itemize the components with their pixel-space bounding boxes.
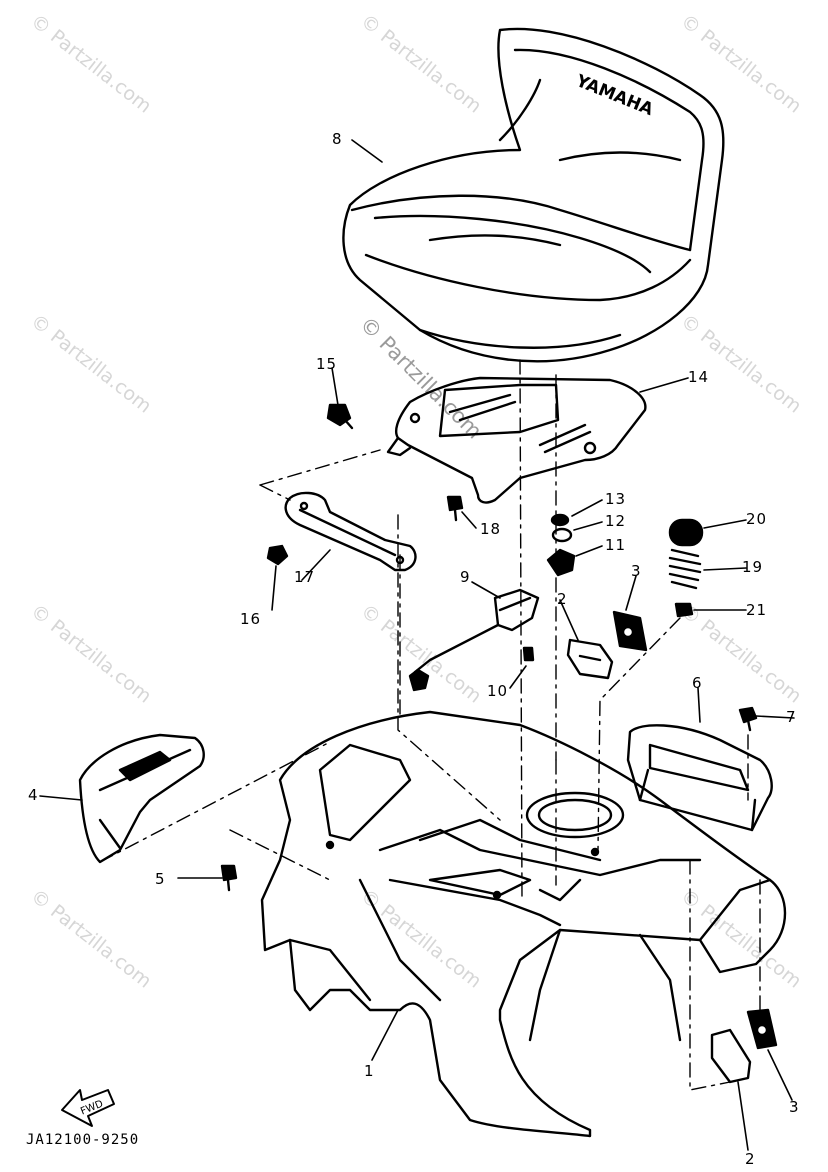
callout-20: 20 (746, 510, 768, 528)
seat-plate (284, 491, 417, 572)
callout-4: 4 (28, 786, 39, 804)
callout-18: 18 (480, 520, 502, 538)
fwd-arrow: FWD (61, 1089, 115, 1127)
callout-2: 2 (557, 590, 568, 608)
callout-1: 1 (364, 1062, 375, 1080)
callout-16: 16 (240, 610, 262, 628)
collars (546, 513, 576, 577)
callout-6: 6 (692, 674, 703, 692)
bolt-10 (522, 646, 535, 662)
bolt-5 (220, 864, 238, 892)
callout-2: 2 (745, 1150, 756, 1168)
callout-19: 19 (742, 558, 764, 576)
nut-16 (266, 544, 289, 566)
side-cover (78, 733, 205, 864)
leader-lines (39, 139, 795, 1151)
damper-2-lower (710, 1028, 752, 1084)
callout-13: 13 (605, 490, 627, 508)
callout-12: 12 (605, 512, 627, 530)
callout-7: 7 (786, 708, 797, 726)
bolt-7 (738, 706, 758, 732)
seat-brand-logo: YAMAHA (572, 71, 657, 121)
callout-3: 3 (631, 562, 642, 580)
bolt-18 (446, 495, 464, 522)
seat-latch (408, 588, 540, 692)
callout-9: 9 (460, 568, 471, 586)
callout-8: 8 (332, 130, 343, 148)
callout-15: 15 (316, 355, 338, 373)
callout-14: 14 (688, 368, 710, 386)
callout-3: 3 (789, 1098, 800, 1116)
callout-5: 5 (155, 870, 166, 888)
damper-2-upper (566, 638, 614, 680)
damper-3-upper (612, 610, 648, 652)
callout-21: 21 (746, 601, 768, 619)
bolt-15 (326, 403, 354, 430)
callout-10: 10 (487, 682, 509, 700)
callout-11: 11 (605, 536, 627, 554)
tool-box (626, 724, 773, 832)
seat-bracket (386, 376, 647, 504)
damper-3-lower (746, 1008, 778, 1050)
rear-fender (260, 710, 787, 1138)
seat-damper (668, 518, 704, 618)
callout-17: 17 (294, 568, 316, 586)
assembly-lines (99, 359, 761, 1091)
diagram-code: JA12100-9250 (26, 1132, 140, 1148)
seat: YAMAHA (342, 27, 725, 363)
